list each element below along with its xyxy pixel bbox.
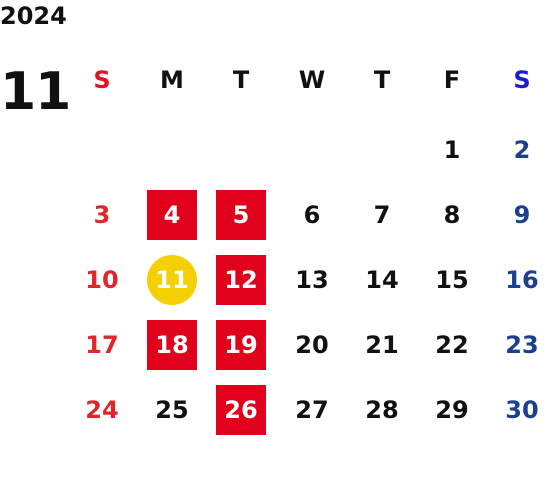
day-cell[interactable]: 30 <box>505 396 539 424</box>
day-cell[interactable]: 27 <box>295 396 329 424</box>
calendar-month: 11 <box>0 62 71 122</box>
day-cell[interactable]: 5 <box>216 190 266 240</box>
day-cell[interactable]: 20 <box>295 331 329 359</box>
weekday-thursday: T <box>373 66 391 94</box>
day-cell[interactable]: 24 <box>85 396 119 424</box>
day-cell[interactable]: 26 <box>216 385 266 435</box>
day-cell[interactable]: 22 <box>435 331 469 359</box>
day-cell[interactable]: 16 <box>505 266 539 294</box>
day-cell[interactable]: 8 <box>443 201 461 229</box>
day-cell[interactable]: 7 <box>373 201 391 229</box>
day-cell[interactable]: 23 <box>505 331 539 359</box>
weekday-wednesday: W <box>298 66 326 94</box>
day-cell[interactable]: 18 <box>147 320 197 370</box>
day-cell[interactable]: 29 <box>435 396 469 424</box>
weekday-tuesday: T <box>232 66 250 94</box>
day-cell[interactable]: 9 <box>513 201 531 229</box>
weekday-friday: F <box>443 66 461 94</box>
day-cell[interactable]: 6 <box>303 201 321 229</box>
day-cell[interactable]: 19 <box>216 320 266 370</box>
calendar-year: 2024 <box>0 2 67 30</box>
day-cell[interactable]: 3 <box>93 201 111 229</box>
day-cell[interactable]: 17 <box>85 331 119 359</box>
weekday-monday: M <box>160 66 184 94</box>
day-cell[interactable]: 21 <box>365 331 399 359</box>
day-cell[interactable]: 28 <box>365 396 399 424</box>
weekday-saturday: S <box>513 66 531 94</box>
day-cell[interactable]: 13 <box>295 266 329 294</box>
day-cell[interactable]: 15 <box>435 266 469 294</box>
day-cell[interactable]: 25 <box>155 396 189 424</box>
weekday-sunday: S <box>93 66 111 94</box>
day-cell[interactable]: 14 <box>365 266 399 294</box>
day-cell[interactable]: 2 <box>513 136 531 164</box>
day-cell[interactable]: 10 <box>85 266 119 294</box>
day-cell[interactable]: 12 <box>216 255 266 305</box>
day-cell[interactable]: 1 <box>443 136 461 164</box>
today-cell[interactable]: 11 <box>147 255 197 305</box>
day-cell[interactable]: 4 <box>147 190 197 240</box>
